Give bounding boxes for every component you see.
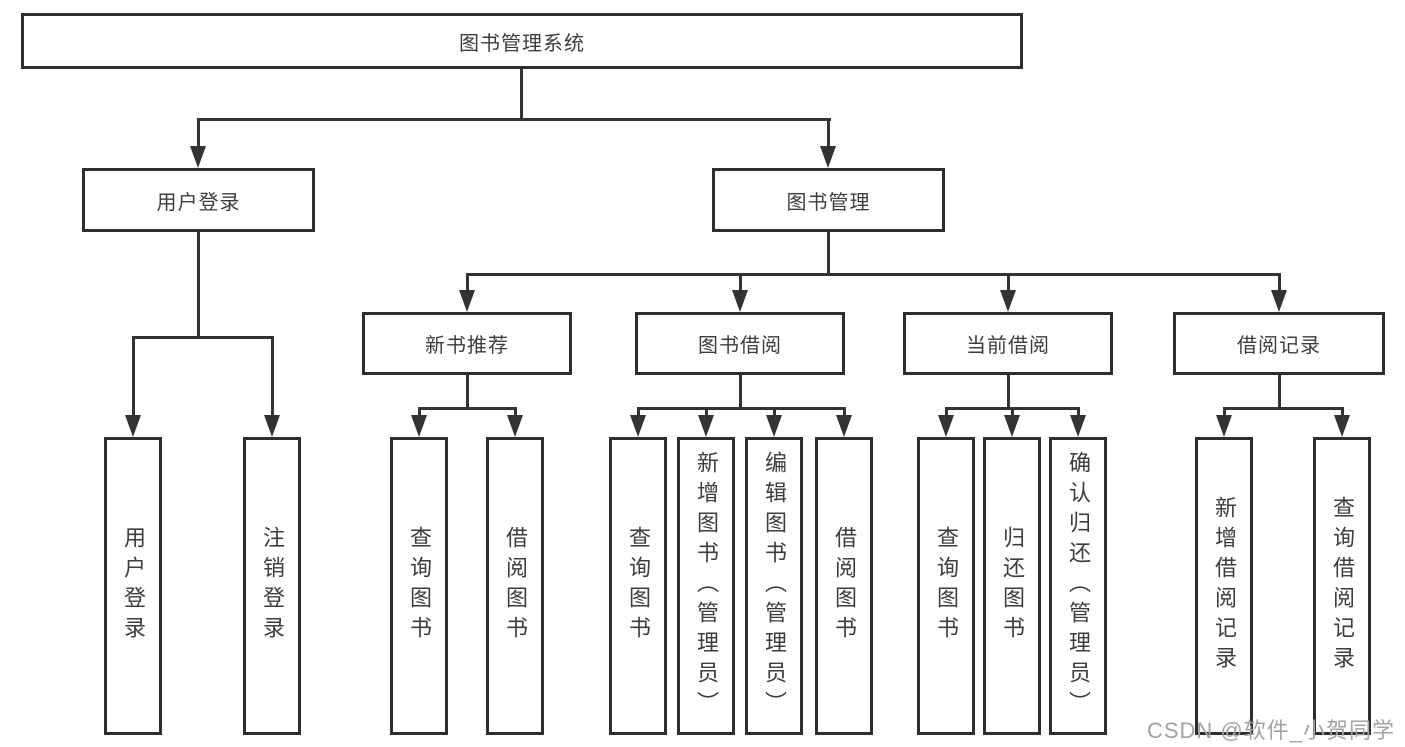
node-borrowing-records: 借阅记录 [1173, 312, 1385, 375]
leaf-confirm-return-admin-label: 确认归还（管理员） [1066, 451, 1091, 721]
connector-line [1007, 273, 1010, 291]
connector-line [1077, 407, 1080, 417]
connector-line [1223, 407, 1226, 417]
leaf-query-books-1-label: 查询图书 [407, 526, 432, 646]
connector-line [637, 407, 640, 417]
leaf-return-books: 归还图书 [983, 437, 1041, 735]
arrowhead [1000, 290, 1016, 312]
leaf-add-borrow-record: 新增借阅记录 [1195, 437, 1253, 735]
leaf-logout-label: 注销登录 [260, 526, 285, 646]
leaf-user-login-label: 用户登录 [121, 526, 146, 646]
arrowhead [1334, 415, 1350, 437]
connector-line [520, 69, 523, 118]
arrowhead [820, 146, 836, 168]
connector-line [514, 407, 517, 417]
arrowhead [698, 415, 714, 437]
connector-line [739, 273, 742, 291]
arrowhead [836, 415, 852, 437]
node-new-book-recommend-label: 新书推荐 [425, 335, 509, 357]
arrowhead [766, 415, 782, 437]
arrowhead [411, 415, 427, 437]
arrowhead [938, 415, 954, 437]
leaf-borrow-books-2-label: 借阅图书 [832, 526, 857, 646]
connector-line [827, 118, 830, 148]
connector-line [466, 273, 1280, 276]
leaf-return-books-label: 归还图书 [1000, 526, 1025, 646]
arrowhead [1271, 290, 1287, 312]
leaf-add-borrow-record-label: 新增借阅记录 [1212, 496, 1237, 676]
connector-line [945, 407, 948, 417]
node-book-management: 图书管理 [712, 168, 945, 232]
connector-line [132, 336, 135, 416]
node-current-borrowing: 当前借阅 [903, 312, 1113, 375]
arrowhead [732, 290, 748, 312]
leaf-query-books-3: 查询图书 [917, 437, 975, 735]
leaf-query-books-2: 查询图书 [609, 437, 667, 735]
leaf-query-borrow-record-label: 查询借阅记录 [1330, 496, 1355, 676]
arrowhead [459, 290, 475, 312]
leaf-add-books-admin-label: 新增图书（管理员） [694, 451, 719, 721]
arrowhead [507, 415, 523, 437]
arrowhead [1216, 415, 1232, 437]
arrowhead [1004, 415, 1020, 437]
leaf-edit-books-admin: 编辑图书（管理员） [745, 437, 803, 735]
node-root: 图书管理系统 [21, 13, 1023, 69]
connector-line [197, 118, 831, 121]
arrowhead [264, 415, 280, 437]
connector-line [132, 336, 274, 339]
leaf-logout: 注销登录 [243, 437, 301, 735]
arrowhead [190, 146, 206, 168]
leaf-query-books-3-label: 查询图书 [934, 526, 959, 646]
node-user-login: 用户登录 [82, 168, 315, 232]
leaf-borrow-books-2: 借阅图书 [815, 437, 873, 735]
node-user-login-label: 用户登录 [156, 191, 241, 214]
connector-line [705, 407, 708, 417]
connector-line [271, 336, 274, 416]
connector-line [1341, 407, 1344, 417]
leaf-add-books-admin: 新增图书（管理员） [677, 437, 735, 735]
connector-line [197, 232, 200, 336]
node-borrowing-records-label: 借阅记录 [1237, 335, 1321, 357]
connector-line [1223, 407, 1344, 410]
arrowhead [1070, 415, 1086, 437]
leaf-confirm-return-admin: 确认归还（管理员） [1049, 437, 1107, 735]
connector-line [418, 407, 421, 417]
leaf-query-books-2-label: 查询图书 [626, 526, 651, 646]
node-book-borrowing-label: 图书借阅 [698, 335, 782, 357]
connector-line [773, 407, 776, 417]
connector-line [843, 407, 846, 417]
connector-line [1007, 375, 1010, 407]
connector-line [197, 118, 200, 148]
node-book-borrowing: 图书借阅 [635, 312, 845, 375]
leaf-borrow-books-1-label: 借阅图书 [503, 526, 528, 646]
connector-line [1278, 375, 1281, 407]
connector-line [637, 407, 846, 410]
node-root-label: 图书管理系统 [459, 32, 585, 55]
leaf-query-books-1: 查询图书 [390, 437, 448, 735]
node-current-borrowing-label: 当前借阅 [966, 335, 1050, 357]
connector-line [466, 375, 469, 407]
node-book-management-label: 图书管理 [786, 191, 871, 214]
connector-line [1278, 273, 1281, 291]
connector-line [739, 375, 742, 407]
csdn-watermark: CSDN @软件_小贺同学 [1146, 718, 1395, 743]
leaf-edit-books-admin-label: 编辑图书（管理员） [762, 451, 787, 721]
connector-line [466, 273, 469, 291]
leaf-borrow-books-1: 借阅图书 [486, 437, 544, 735]
connector-line [418, 407, 517, 410]
arrowhead [630, 415, 646, 437]
leaf-query-borrow-record: 查询借阅记录 [1313, 437, 1371, 735]
connector-line [827, 232, 830, 273]
leaf-user-login: 用户登录 [104, 437, 162, 735]
arrowhead [125, 415, 141, 437]
connector-line [1011, 407, 1014, 417]
node-new-book-recommend: 新书推荐 [362, 312, 572, 375]
